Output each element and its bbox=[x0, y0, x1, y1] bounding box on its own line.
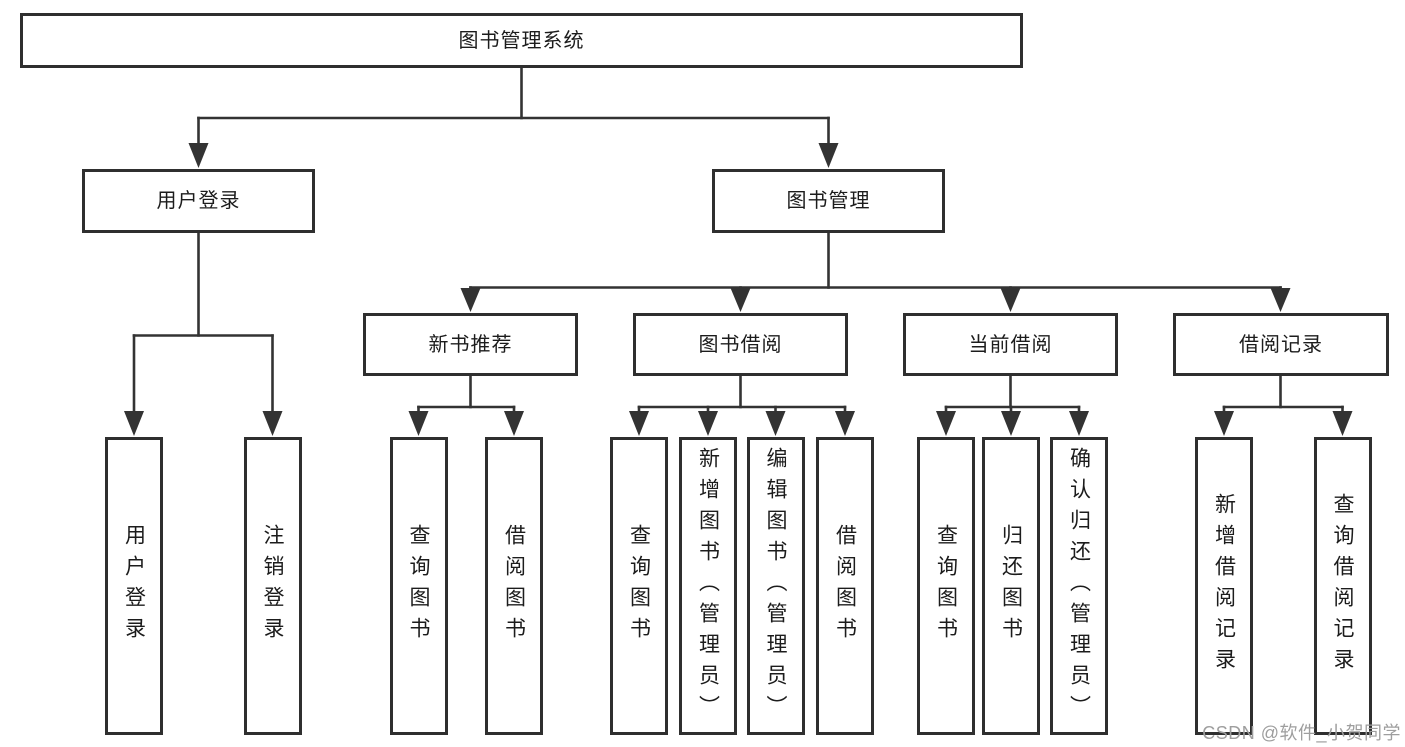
leaf-records-add-borrow-record: 新增借阅记录 bbox=[1195, 437, 1253, 735]
leaf-recommend-borrow-books: 借阅图书 bbox=[485, 437, 543, 735]
leaf-current-confirm-return-admin: 确认归还（管理员） bbox=[1050, 437, 1108, 735]
node-borrowing-records: 借阅记录 bbox=[1173, 313, 1389, 376]
node-current-borrowing: 当前借阅 bbox=[903, 313, 1118, 376]
leaf-records-query-borrow-record: 查询借阅记录 bbox=[1313, 437, 1372, 735]
leaf-borrow-edit-books-admin: 编辑图书（管理员） bbox=[746, 437, 805, 735]
leaf-current-query-books: 查询图书 bbox=[917, 437, 975, 735]
node-new-book-recommendation: 新书推荐 bbox=[363, 313, 578, 376]
leaf-current-return-books: 归还图书 bbox=[982, 437, 1040, 735]
leaf-recommend-query-books: 查询图书 bbox=[389, 437, 448, 735]
csdn-watermark: CSDN @软件_小贺同学 bbox=[1202, 723, 1401, 743]
leaf-borrow-query-books: 查询图书 bbox=[610, 437, 668, 735]
leaf-user-login: 用户登录 bbox=[105, 437, 163, 735]
node-book-management: 图书管理 bbox=[712, 169, 945, 233]
leaf-logout: 注销登录 bbox=[243, 437, 302, 735]
node-library-management-system: 图书管理系统 bbox=[20, 13, 1023, 68]
node-user-login: 用户登录 bbox=[82, 169, 315, 233]
leaf-borrow-borrow-books: 借阅图书 bbox=[816, 437, 874, 735]
leaf-borrow-add-books-admin: 新增图书（管理员） bbox=[679, 437, 737, 735]
node-book-borrowing: 图书借阅 bbox=[633, 313, 848, 376]
